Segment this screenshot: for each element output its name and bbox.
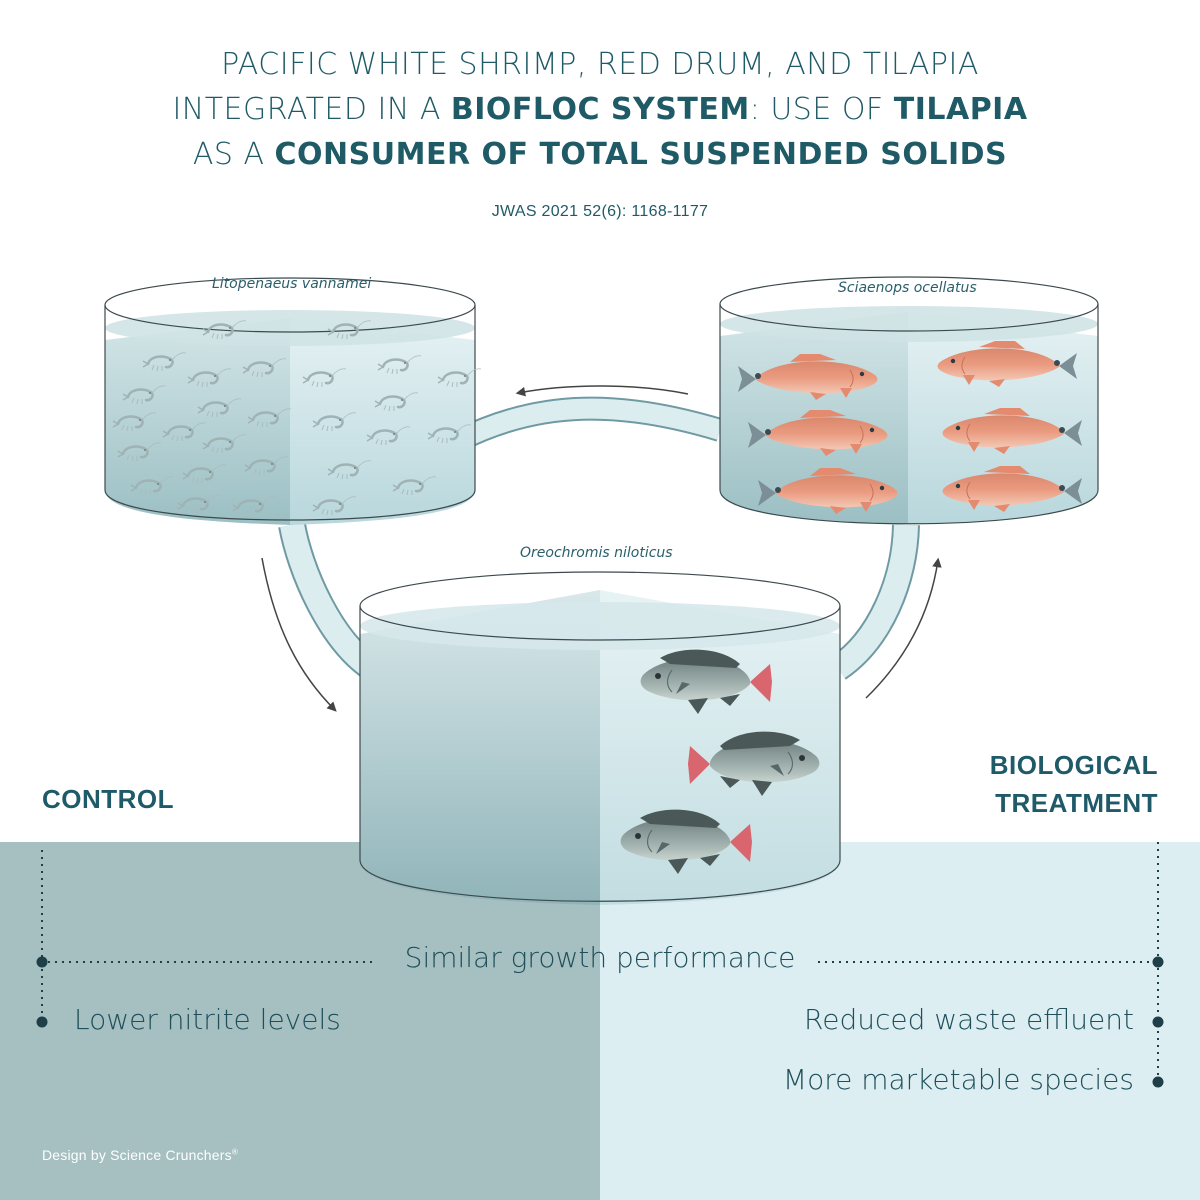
title-line-2a: INTEGRATED IN A bbox=[172, 92, 451, 127]
red-drum-tank-label: Sciaenops ocellatus bbox=[838, 280, 977, 296]
bullet-dots bbox=[36, 956, 1164, 1088]
tilapia-tank-label: Oreochromis niloticus bbox=[520, 545, 673, 561]
page-title: PACIFIC WHITE SHRIMP, RED DRUM, AND TILA… bbox=[0, 42, 1200, 177]
title-emphasis-biofloc: BIOFLOC SYSTEM bbox=[450, 92, 750, 127]
finding-similar-growth: Similar growth performance bbox=[404, 941, 796, 974]
registered-mark: ® bbox=[231, 1147, 238, 1157]
title-emphasis-consumer: CONSUMER OF TOTAL SUSPENDED SOLIDS bbox=[274, 137, 1008, 172]
tilapia-tank bbox=[359, 571, 841, 905]
title-emphasis-tilapia: TILAPIA bbox=[893, 92, 1028, 127]
title-line-1: PACIFIC WHITE SHRIMP, RED DRUM, AND TILA… bbox=[221, 47, 979, 82]
bio-label-line-1: BIOLOGICAL bbox=[989, 750, 1158, 780]
title-line-2c: : USE OF bbox=[749, 92, 894, 127]
red-drum-tank bbox=[719, 276, 1099, 525]
treatment-panel bbox=[600, 842, 1200, 1200]
flow-arrow-icon bbox=[261, 385, 942, 712]
title-line-3a: AS A bbox=[192, 137, 275, 172]
design-credit: Design by Science Crunchers® bbox=[42, 1147, 238, 1163]
control-panel bbox=[0, 842, 600, 1200]
finding-reduced-waste: Reduced waste effluent bbox=[804, 1003, 1134, 1036]
shrimp-tank-label: Litopenaeus vannamei bbox=[212, 276, 372, 292]
control-label: CONTROL bbox=[42, 784, 175, 814]
citation: JWAS 2021 52(6): 1168-1177 bbox=[491, 203, 709, 220]
credit-text: Design by Science Crunchers bbox=[42, 1147, 232, 1163]
finding-marketable-species: More marketable species bbox=[782, 1063, 1134, 1096]
shrimp-tank bbox=[104, 277, 483, 525]
biological-treatment-label: BIOLOGICAL TREATMENT bbox=[990, 746, 1158, 822]
finding-lower-nitrite: Lower nitrite levels bbox=[74, 1003, 341, 1036]
bio-label-line-2: TREATMENT bbox=[995, 788, 1158, 818]
